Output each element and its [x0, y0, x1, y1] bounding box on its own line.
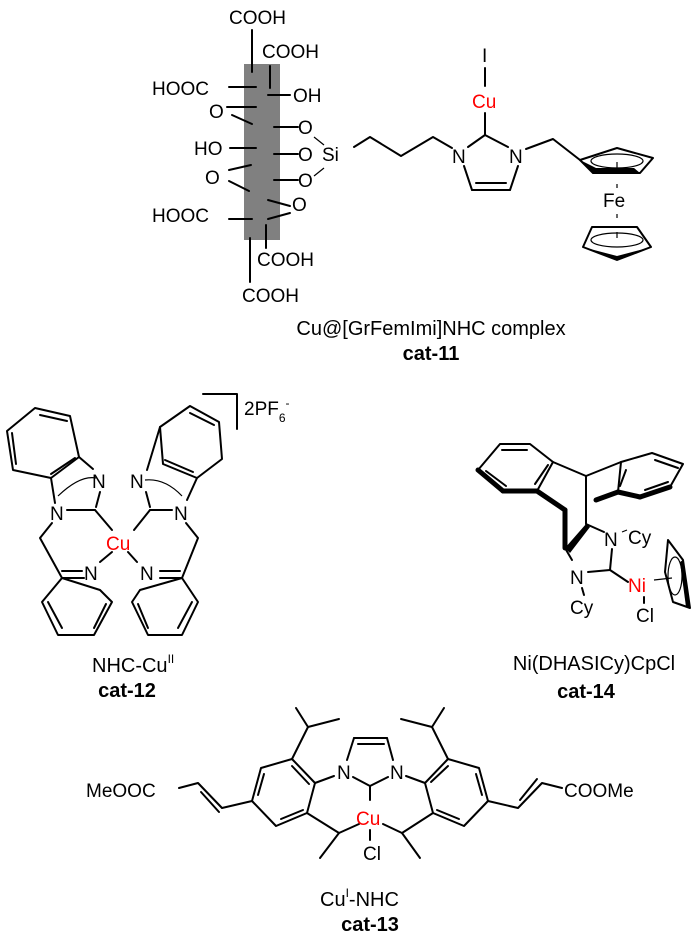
copper-atom: Cu: [356, 809, 380, 830]
hydroxyl-group: OH: [293, 86, 322, 107]
nitrogen-atom: N: [570, 568, 584, 589]
nitrogen-atom: N: [50, 504, 64, 525]
siloxane-oxygen: O: [298, 171, 313, 192]
hooc-group: HOOC: [152, 79, 209, 100]
chloride-ligand: Cl: [636, 606, 654, 627]
epoxide-oxygen: O: [205, 168, 220, 189]
silicon-atom: Si: [322, 145, 339, 166]
copper-atom: Cu: [472, 92, 496, 113]
cat-13-structure: MeOOC N N Cu Cl: [86, 707, 634, 865]
cat-13-caption: CuI-NHC: [320, 886, 399, 911]
cat-11-structure: COOH COOH HOOC OH O O HO O Si O O O HOOC…: [152, 8, 654, 307]
cooh-group: COOH: [229, 8, 286, 29]
copper-atom: Cu: [106, 534, 130, 555]
cyclohexyl-group: Cy: [570, 598, 594, 619]
cooh-group: COOH: [257, 250, 314, 271]
epoxide-oxygen: O: [209, 102, 224, 123]
iron-atom: Fe: [603, 191, 625, 212]
nitrogen-atom: N: [92, 472, 106, 493]
graphene-support-band: [244, 64, 280, 240]
nitrogen-atom: N: [509, 147, 523, 168]
chloride-ligand: Cl: [363, 844, 381, 865]
pyridine-nitrogen: N: [84, 564, 98, 585]
siloxane-oxygen: O: [298, 145, 313, 166]
cat-14-label: cat-14: [557, 681, 616, 703]
cat-13-label: cat-13: [341, 914, 399, 936]
epoxide-oxygen: O: [292, 195, 307, 216]
siloxane-oxygen: O: [298, 118, 313, 139]
cooh-group: COOH: [262, 42, 319, 63]
nitrogen-atom: N: [174, 504, 188, 525]
nitrogen-atom: N: [452, 147, 466, 168]
cat-14-structure: N Cy N Cy Ni Cl: [475, 443, 691, 627]
nitrogen-atom: N: [604, 530, 618, 551]
nickel-atom: Ni: [628, 576, 646, 597]
pyridine-nitrogen: N: [140, 564, 154, 585]
counterion: 2PF6-: [244, 396, 290, 425]
cat-14-caption: Ni(DHASICy)CpCl: [513, 653, 675, 675]
hooc-group: HOOC: [152, 206, 209, 227]
cat-12-structure: 2PF6- N N N Cu N N: [6, 393, 290, 636]
ester-group: MeOOC: [86, 781, 156, 802]
cat-11-label: cat-11: [403, 343, 460, 365]
cyclohexyl-group: Cy: [628, 528, 652, 549]
nitrogen-atom: N: [390, 763, 404, 784]
cat-12-caption: NHC-CuII: [92, 652, 174, 677]
hydroxyl-group: HO: [194, 139, 223, 160]
ferrocene: Fe: [579, 147, 654, 261]
cooh-group: COOH: [242, 286, 299, 307]
cat-12-label: cat-12: [98, 680, 156, 702]
iodide-ligand: I: [482, 46, 487, 67]
ester-group: COOMe: [564, 781, 634, 802]
cat-11-caption: Cu@[GrFemImi]NHC complex: [296, 318, 565, 340]
nitrogen-atom: N: [337, 763, 351, 784]
nitrogen-atom: N: [130, 472, 144, 493]
